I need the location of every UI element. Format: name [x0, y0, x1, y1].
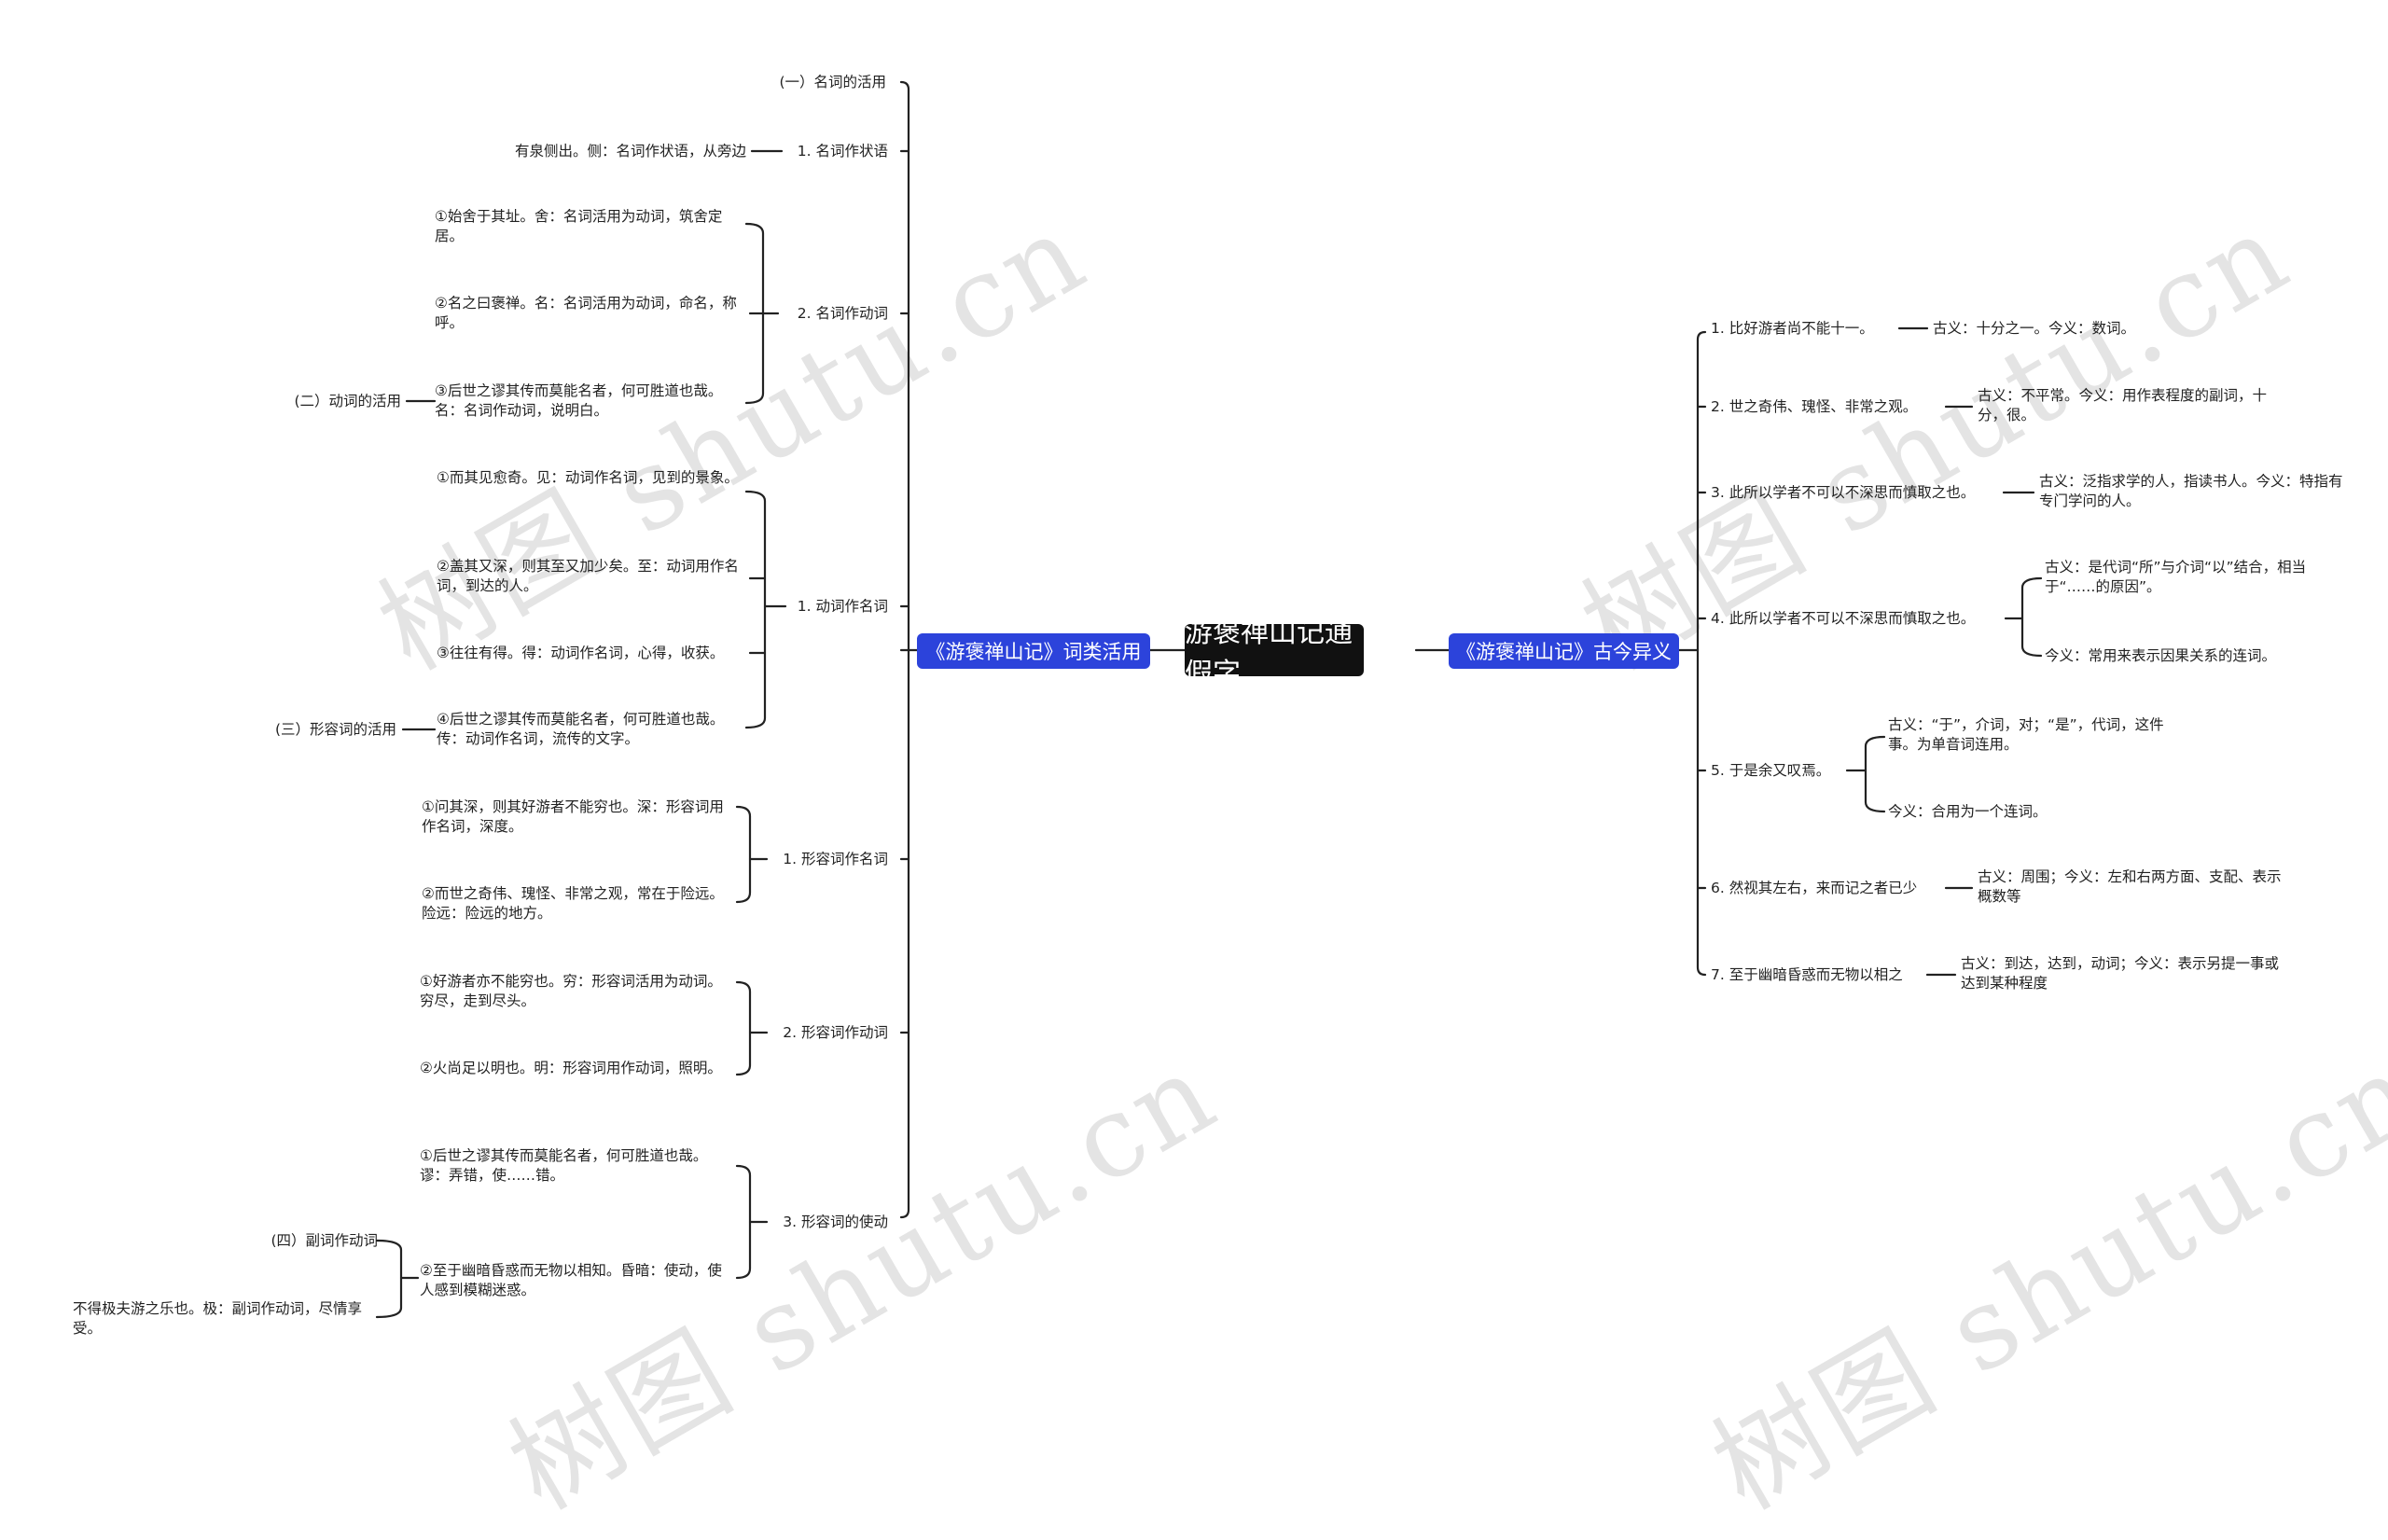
- example-item: ②而世之奇伟、瑰怪、非常之观，常在于险远。险远：险远的地方。: [422, 885, 724, 922]
- example-item: ②名之曰褒禅。名：名词活用为动词，命名，称呼。: [435, 295, 737, 331]
- right-item-6-note: 古义：周围；今义：左和右两方面、支配、表示概数等: [1978, 868, 2282, 905]
- right-item-5-label[interactable]: 5. 于是余又叹焉。: [1711, 762, 1831, 779]
- noun-verb-label[interactable]: 2. 名词作动词: [797, 305, 888, 322]
- right-branch-node[interactable]: 《游褒禅山记》古今异义: [1449, 633, 1679, 669]
- right-item-2-note: 古义：不平常。今义：用作表程度的副词，十分，很。: [1978, 387, 2268, 423]
- root-node[interactable]: 游褒禅山记通假字: [1185, 617, 1364, 690]
- example-item: ①后世之谬其传而莫能名者，何可胜道也哉。谬：弄错，使……错。: [420, 1147, 708, 1184]
- right-item-4-note: 古义：是代词“所”与介词“以”结合，相当于“……的原因”。: [2045, 559, 2307, 595]
- right-item-4-label[interactable]: 4. 此所以学者不可以不深思而慎取之也。: [1711, 610, 1976, 627]
- right-item-7-label[interactable]: 7. 至于幽暗昏惑而无物以相之: [1711, 966, 1903, 983]
- group-adj-label[interactable]: (三）形容词的活用: [274, 721, 396, 738]
- example-item: ①而其见愈奇。见：动词作名词，见到的景象。: [437, 469, 739, 486]
- connector-lines: [375, 80, 2043, 1319]
- right-item-6-label[interactable]: 6. 然视其左右，来而记之者已少: [1711, 880, 1918, 896]
- example-item: ③往往有得。得：动词作名词，心得，收获。: [437, 645, 725, 661]
- right-item-1-note: 古义：十分之一。今义：数词。: [1933, 320, 2136, 337]
- adj-verb-label[interactable]: 2. 形容词作动词: [783, 1024, 888, 1041]
- example-item: ②盖其又深，则其至又加少矣。至：动词用作名词，到达的人。: [437, 558, 739, 594]
- example-item: ①好游者亦不能穷也。穷：形容词活用为动词。穷尽，走到尽头。: [420, 973, 722, 1009]
- right-item-2-label[interactable]: 2. 世之奇伟、瑰怪、非常之观。: [1711, 398, 1918, 415]
- noun-adverbial-label[interactable]: 1. 名词作状语: [797, 143, 888, 160]
- group-verb-label[interactable]: (二）动词的活用: [294, 393, 401, 409]
- right-item-4-note: 今义：常用来表示因果关系的连词。: [2045, 647, 2277, 664]
- mind-map-canvas: 树图 shutu.cn 树图 shutu.cn 树图 shutu.cn 树图 s…: [73, 74, 2388, 1534]
- adj-causative-label[interactable]: 3. 形容词的使动: [783, 1214, 888, 1230]
- group-noun-label[interactable]: (一）名词的活用: [779, 74, 886, 90]
- example-item: ①始舍于其址。舍：名词活用为动词，筑舍定居。: [435, 208, 723, 244]
- right-item-5-note: 古义：“于”，介词，对；“是”，代词，这件事。为单音词连用。: [1888, 716, 2164, 753]
- example-item: ④后世之谬其传而莫能名者，何可胜道也哉。传：动词作名词，流传的文字。: [437, 711, 725, 747]
- group-adv-label[interactable]: (四）副词作动词: [271, 1232, 378, 1249]
- verb-noun-label[interactable]: 1. 动词作名词: [797, 598, 888, 615]
- example-item: ①问其深，则其好游者不能穷也。深：形容词用作名词，深度。: [422, 798, 724, 835]
- right-item-7-note: 古义：到达，达到，动词；今义：表示另提一事或达到某种程度: [1961, 955, 2280, 992]
- example-item: ②至于幽暗昏惑而无物以相知。昏暗：使动，使人感到模糊迷惑。: [420, 1262, 722, 1298]
- example-item: 有泉侧出。侧：名词作状语，从旁边: [514, 143, 746, 160]
- example-item: ②火尚足以明也。明：形容词用作动词，照明。: [420, 1060, 722, 1076]
- right-item-5-note: 今义：合用为一个连词。: [1888, 803, 2048, 820]
- right-item-1-label[interactable]: 1. 比好游者尚不能十一。: [1711, 320, 1874, 337]
- example-item: ③后世之谬其传而莫能名者，何可胜道也哉。名：名词作动词，说明白。: [435, 382, 723, 419]
- right-item-3-label[interactable]: 3. 此所以学者不可以不深思而慎取之也。: [1711, 484, 1976, 501]
- example-item: 不得极夫游之乐也。极：副词作动词，尽情享受。: [73, 1300, 363, 1337]
- adj-noun-label[interactable]: 1. 形容词作名词: [783, 851, 888, 867]
- right-item-3-note: 古义：泛指求学的人，指读书人。今义：特指有专门学问的人。: [2039, 473, 2343, 509]
- left-branch-node[interactable]: 《游褒禅山记》词类活用: [917, 633, 1150, 669]
